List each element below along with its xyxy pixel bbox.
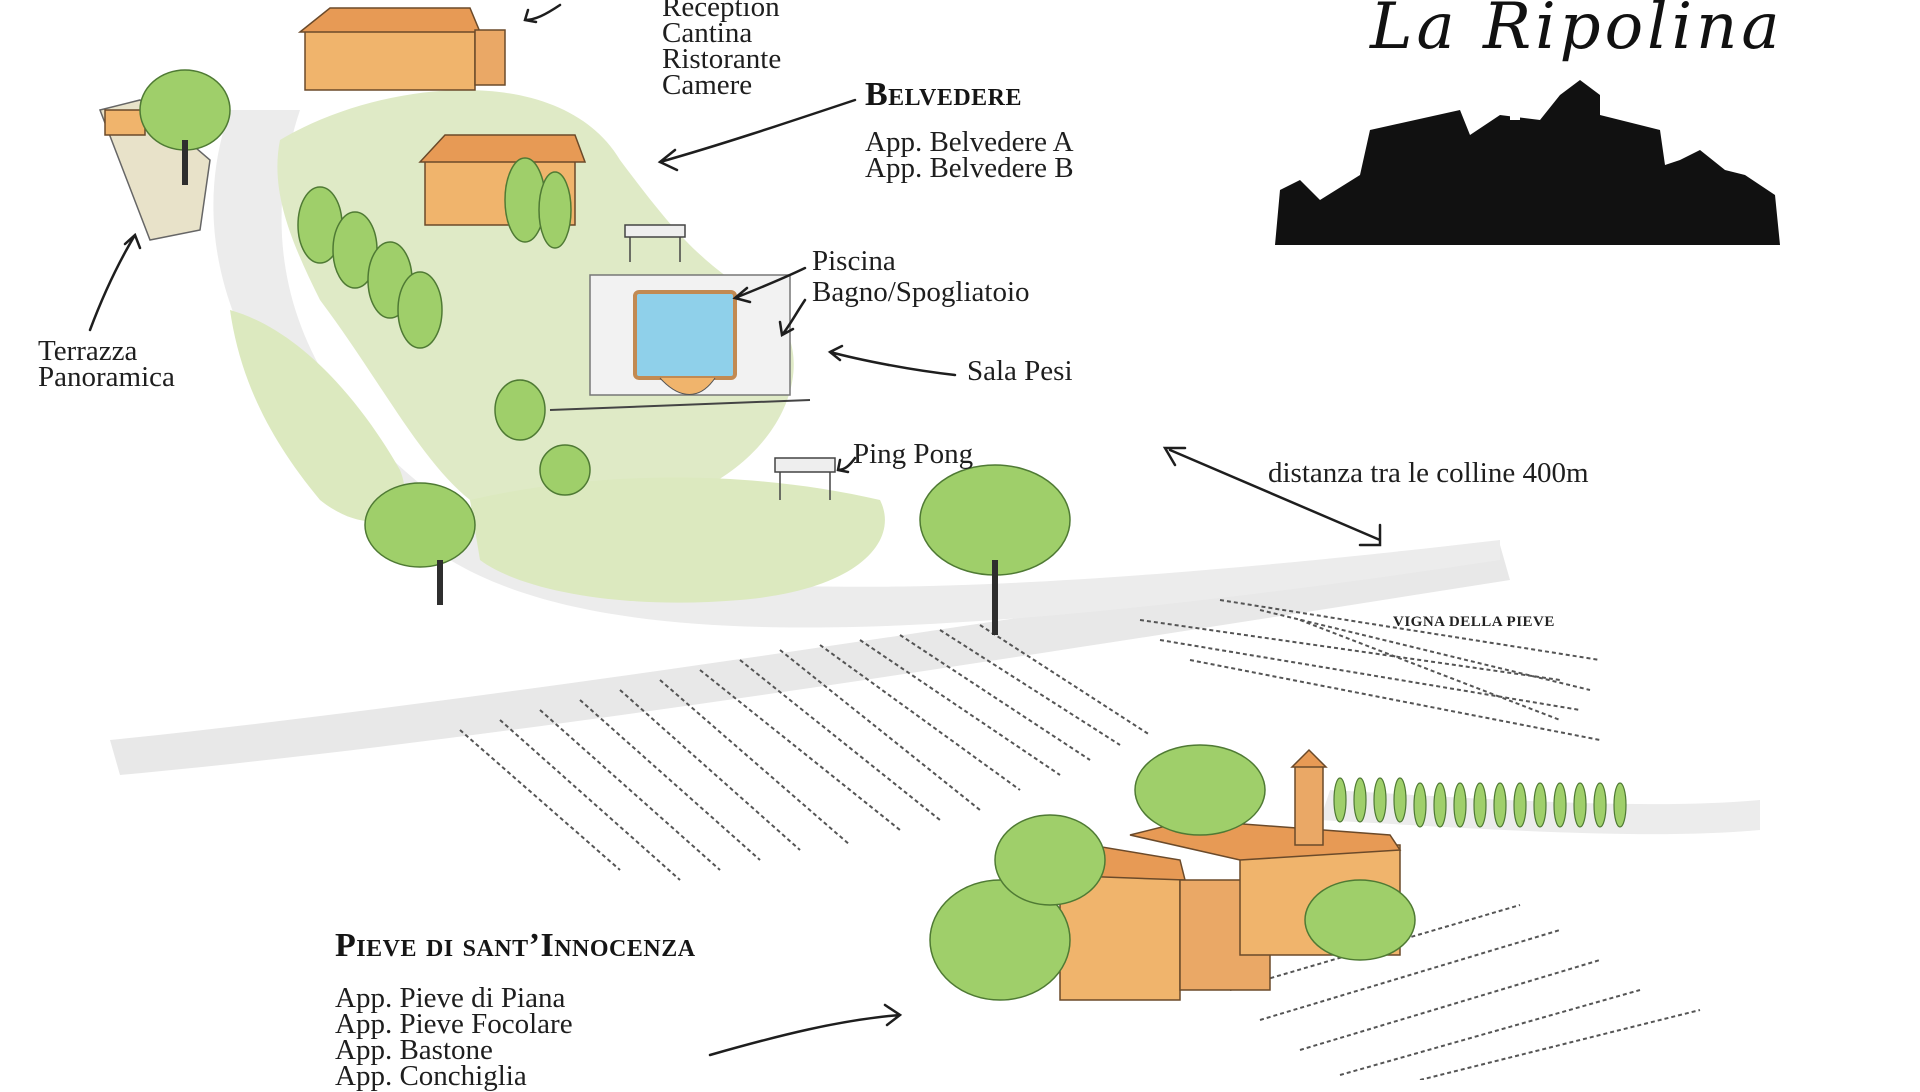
- logo-name: La Ripolina: [1370, 0, 1784, 64]
- arrow-pieve: [708, 1003, 903, 1057]
- terrazza-line: Terrazza: [38, 335, 138, 367]
- pieve-list: App. Pieve di Piana App. Pieve Focolare …: [335, 982, 573, 1092]
- hill-grass: [277, 90, 794, 526]
- arrow-distanza: [1162, 446, 1382, 547]
- logo-silhouette: [1275, 80, 1780, 245]
- ping-pong-label: Ping Pong: [853, 438, 974, 470]
- arrow-reception: [523, 3, 562, 24]
- pieve-item: App. Bastone: [335, 1034, 493, 1066]
- piscina-line: Bagno/Spogliatoio: [812, 276, 1030, 308]
- arrow-piscina: [732, 266, 807, 304]
- piscina-line: Piscina: [812, 245, 896, 277]
- arrow-sala-pesi: [827, 344, 957, 377]
- main-house-building: [297, 7, 506, 91]
- hill-road: [213, 110, 1500, 628]
- trees: [139, 69, 1416, 1001]
- terrace-building: [104, 109, 146, 136]
- gazebo-ping-pong: [774, 457, 836, 500]
- cypress-row: [1333, 777, 1627, 828]
- arrows: [88, 3, 1382, 1057]
- arrow-ping-pong: [836, 456, 857, 474]
- lower-lawn: [470, 477, 885, 603]
- main-house-line: Ristorante: [662, 43, 782, 75]
- pool-fence: [549, 399, 811, 411]
- main-house-line: Camere: [662, 69, 753, 101]
- pool: [633, 290, 737, 380]
- belvedere-item: App. Belvedere B: [865, 152, 1074, 184]
- arrow-bagno: [778, 298, 807, 337]
- belvedere-list: App. Belvedere A App. Belvedere B: [865, 126, 1074, 184]
- sala-pesi-label: Sala Pesi: [967, 355, 1073, 387]
- vineyard-left: [459, 624, 1151, 881]
- main-house-label: Reception Cantina Ristorante Camere: [662, 0, 782, 101]
- pieve-item: App. Pieve di Piana: [335, 982, 566, 1014]
- tree-trunks: [182, 140, 998, 635]
- distanza-label: distanza tra le colline 400m: [1268, 457, 1589, 489]
- arrow-belvedere: [657, 98, 857, 172]
- main-house-line: Cantina: [662, 17, 753, 49]
- terrazza-line: Panoramica: [38, 361, 175, 393]
- belvedere-building: [418, 134, 587, 226]
- arrow-terrazza: [88, 232, 142, 332]
- belvedere-item: App. Belvedere A: [865, 126, 1074, 158]
- pieve-item: App. Pieve Focolare: [335, 1008, 573, 1040]
- vineyard-right: [1139, 599, 1601, 741]
- terrazza-label: Terrazza Panoramica: [38, 335, 175, 393]
- pieve-item: App. Conchiglia: [335, 1060, 527, 1092]
- belvedere-title: Belvedere: [865, 76, 1023, 113]
- main-house-line: Reception: [662, 0, 780, 23]
- gazebo-belvedere: [624, 224, 686, 262]
- pieve-title: Pieve di sant’Innocenza: [335, 927, 696, 964]
- left-lawn: [230, 310, 405, 522]
- vigna-label: VIGNA DELLA PIEVE: [1393, 614, 1555, 630]
- vineyard-lower: [1229, 904, 1701, 1080]
- piscina-label: Piscina Bagno/Spogliatoio: [812, 245, 1030, 308]
